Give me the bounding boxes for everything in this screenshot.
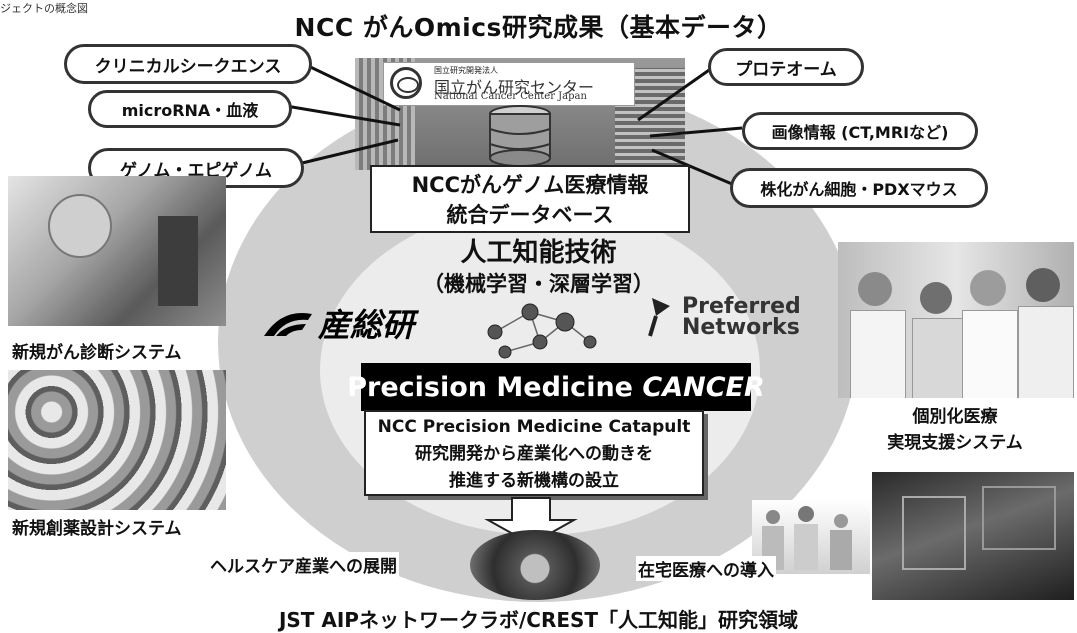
new-drug-design-label: 新規創薬設計システム [12, 519, 182, 539]
globe-hands-photo [470, 530, 600, 600]
catapult-line2: 研究開発から産業化への動きを [415, 444, 653, 464]
pfn-logo-icon [648, 298, 670, 337]
catapult-line1: NCC Precision Medicine Catapult [377, 417, 691, 437]
ncc-logo-icon [390, 67, 422, 99]
healthcare-industry-label: ヘルスケア産業への展開 [208, 552, 399, 577]
ncc-logo-line1: 国立研究開発法人 [434, 66, 498, 75]
pill-imaging: 画像情報 (CT,MRIなど) [742, 112, 978, 150]
database-icon [489, 105, 551, 167]
home-care-label: 在宅医療への導入 [636, 556, 776, 581]
pill-clinical-sequence: クリニカルシークエンス [64, 44, 312, 84]
pill-proteome: プロテオーム [708, 48, 864, 86]
genome-connector [297, 138, 399, 166]
cropped-heading-text: ジェクトの概念図 [0, 2, 88, 15]
microrna-connector [285, 104, 401, 127]
personalized-medicine-line2: 実現支援システム [887, 433, 1023, 453]
catapult-box: NCC Precision Medicine Catapult 研究開発から産業… [364, 410, 704, 496]
bottom-caption: JST AIPネットワークラボ/CREST「人工知能」研究領域 [278, 608, 799, 632]
pill-microrna-blood: microRNA・血液 [88, 90, 292, 128]
ncc-logo-line2: 国立がん研究センター [434, 78, 595, 97]
database-line1: NCCがんゲノム医療情報 [411, 173, 649, 197]
aist-swoosh-icon [264, 312, 312, 336]
ncc-logo-panel: 国立研究開発法人 国立がん研究センター National Cancer Cent… [383, 62, 635, 106]
pills-photo [8, 370, 226, 510]
pill-cell-lines-pdx: 株化がん細胞・PDXマウス [730, 168, 988, 208]
personalized-medicine-label: 個別化医療 実現支援システム [850, 404, 1060, 456]
aist-logo: 産総研 [262, 300, 414, 346]
doctors-photo [838, 242, 1074, 398]
banner-text: Precision Medicine [347, 371, 643, 403]
surgical-display-photo [872, 472, 1074, 600]
precision-medicine-banner: Precision Medicine CANCER [347, 363, 765, 411]
pfn-logo: Preferred Networks [682, 294, 801, 340]
database-line2: 統合データベース [446, 203, 614, 227]
aist-logo-text: 産総研 [318, 306, 415, 344]
cells-connector [651, 148, 733, 186]
new-cancer-diagnosis-label: 新規がん診断システム [12, 343, 182, 363]
personalized-medicine-line1: 個別化医療 [912, 407, 998, 427]
integrated-database-box: NCCがんゲノム医療情報 統合データベース [370, 165, 690, 233]
ai-network-icon [487, 303, 597, 359]
ncc-building-photo: 国立研究開発法人 国立がん研究センター National Cancer Cent… [355, 58, 685, 170]
ncc-logo-line3: National Cancer Center Japan [434, 91, 587, 102]
page-title: NCC がんOmics研究成果（基本データ） [294, 13, 783, 42]
ai-title: 人工知能技術 [460, 238, 617, 268]
pfn-line2: Networks [682, 315, 800, 340]
catapult-line3: 推進する新機構の設立 [449, 471, 619, 491]
pfn-line1: Preferred [682, 294, 801, 319]
imaging-connector [649, 126, 743, 138]
ai-subtitle: （機械学習・深層学習） [423, 272, 654, 296]
lab-researcher-photo [8, 176, 226, 326]
banner-italic-text: CANCER [642, 371, 765, 403]
clinical-connector [299, 60, 401, 112]
proteome-connector [637, 66, 713, 122]
